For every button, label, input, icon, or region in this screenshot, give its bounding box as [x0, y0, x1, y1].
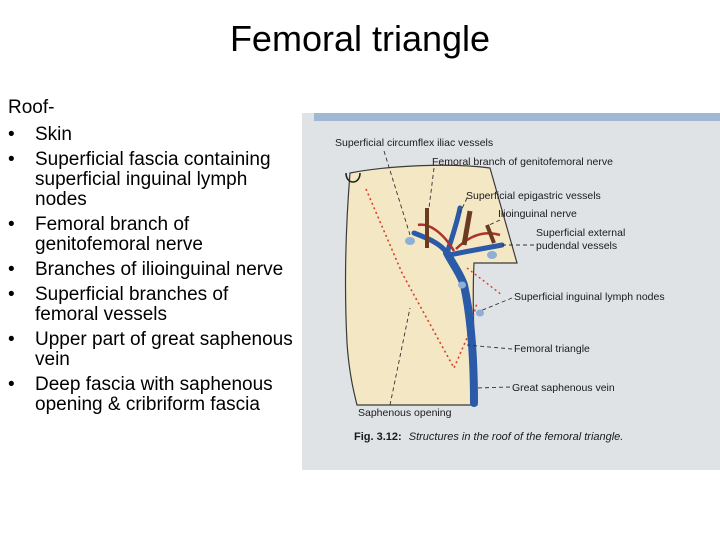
lymph-node — [476, 309, 484, 317]
bullet-great-saphenous-vein: Upper part of great saphenous vein — [8, 330, 293, 370]
pubic-outline — [345, 172, 361, 183]
figure-caption: Fig. 3.12: Structures in the roof of the… — [354, 431, 623, 443]
bullet-genitofemoral-branch: Femoral branch of genitofemoral nerve — [8, 215, 293, 255]
femoral-triangle-figure: Superficial circumflex iliac vessels Fem… — [302, 113, 720, 470]
great-saphenous-vein — [443, 249, 478, 407]
bullet-femoral-vessel-branches: Superficial branches of femoral vessels — [8, 285, 293, 325]
roof-bullet-list: Skin Superficial fascia containing super… — [8, 125, 293, 420]
ilioinguinal-nerve — [461, 210, 473, 246]
roof-heading: Roof- — [8, 97, 55, 118]
caption-number: Fig. 3.12: — [354, 431, 402, 443]
bullet-superficial-fascia: Superficial fascia containing superficia… — [8, 150, 293, 210]
lymph-node — [487, 251, 497, 259]
label-great-saphenous: Great saphenous vein — [512, 382, 615, 394]
figure-diagram: Superficial circumflex iliac vessels Fem… — [302, 113, 720, 470]
pudendal-artery — [455, 232, 501, 250]
lymph-node — [458, 281, 466, 289]
circumflex-artery — [417, 223, 456, 252]
fascia-lata-margin — [365, 188, 478, 370]
label-femoral-triangle: Femoral triangle — [514, 343, 590, 355]
circumflex-vein-branch — [411, 230, 450, 256]
leader-lines — [383, 150, 534, 406]
ilioinguinal-nerve-branch — [485, 224, 496, 244]
label-lymph-nodes: Superficial inguinal lymph nodes — [514, 291, 665, 303]
label-saphenous-opening: Saphenous opening — [358, 407, 452, 419]
pudendal-vein-branch — [447, 242, 505, 258]
saphenous-opening-margin — [466, 267, 503, 296]
lymph-node — [405, 237, 415, 245]
bullet-ilioinguinal-branches: Branches of ilioinguinal nerve — [8, 260, 293, 281]
label-external-pudendal-line2: pudendal vessels — [536, 240, 617, 252]
label-external-pudendal-line1: Superficial external — [536, 227, 625, 239]
epigastric-vein-branch — [444, 205, 463, 256]
label-epigastric: Superficial epigastric vessels — [466, 190, 601, 202]
label-genitofemoral: Femoral branch of genitofemoral nerve — [432, 156, 613, 168]
label-circumflex-iliac: Superficial circumflex iliac vessels — [335, 137, 493, 149]
bullet-deep-fascia: Deep fascia with saphenous opening & cri… — [8, 375, 293, 415]
page-edge-band — [314, 113, 720, 121]
slide-title: Femoral triangle — [229, 18, 491, 59]
caption-text: Structures in the roof of the femoral tr… — [409, 431, 624, 443]
bullet-skin: Skin — [8, 125, 293, 146]
label-ilioinguinal: Ilioinguinal nerve — [498, 208, 577, 220]
